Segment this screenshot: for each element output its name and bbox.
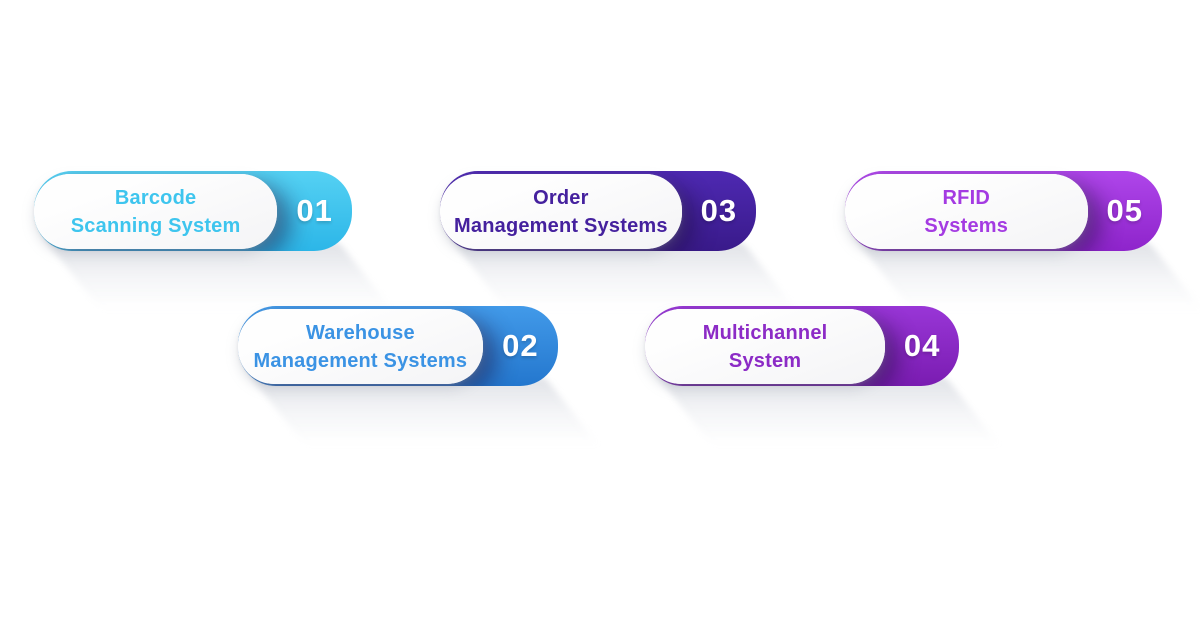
card-ground-shadow	[657, 376, 1014, 464]
step-number: 01	[296, 193, 333, 228]
card-order-management-systems: 03 Order Management Systems	[440, 171, 811, 329]
card-barcode-scanning-system: 01 Barcode Scanning System	[34, 171, 407, 329]
label-pill: Order Management Systems	[440, 174, 682, 249]
step-number: 02	[502, 328, 539, 363]
label-line2: Management Systems	[454, 214, 668, 237]
label-line2: System	[728, 349, 802, 372]
label-pill: RFID Systems	[845, 174, 1088, 249]
card-label: RFID Systems	[924, 184, 1008, 240]
card-warehouse-management-systems: 02 Warehouse Management Systems	[238, 306, 613, 464]
label-line2: Management Systems	[253, 349, 468, 372]
label-pill: Multichannel System	[645, 309, 886, 384]
label-pill: Warehouse Management Systems	[238, 309, 483, 384]
step-number: 03	[700, 193, 738, 228]
label-line1: Warehouse	[305, 321, 415, 344]
card-label: Order Management Systems	[454, 184, 668, 240]
card-multichannel-system: 04 Multichannel System	[645, 306, 1014, 464]
step-number: 04	[903, 328, 941, 363]
card-label: Barcode Scanning System	[71, 184, 241, 240]
card-label: Warehouse Management Systems	[254, 319, 468, 375]
card-ground-shadow	[250, 376, 613, 464]
label-line2: Scanning System	[70, 214, 241, 237]
card-rfid-systems: 05 RFID Systems	[845, 171, 1200, 329]
label-line1: Multichannel	[702, 321, 828, 344]
label-line1: RFID	[942, 186, 990, 209]
card-label: Multichannel System	[703, 319, 828, 375]
label-line1: Order	[533, 186, 589, 209]
label-line1: Barcode	[114, 186, 197, 209]
label-pill: Barcode Scanning System	[34, 174, 278, 249]
step-number: 05	[1106, 193, 1143, 228]
label-line2: Systems	[924, 214, 1009, 237]
